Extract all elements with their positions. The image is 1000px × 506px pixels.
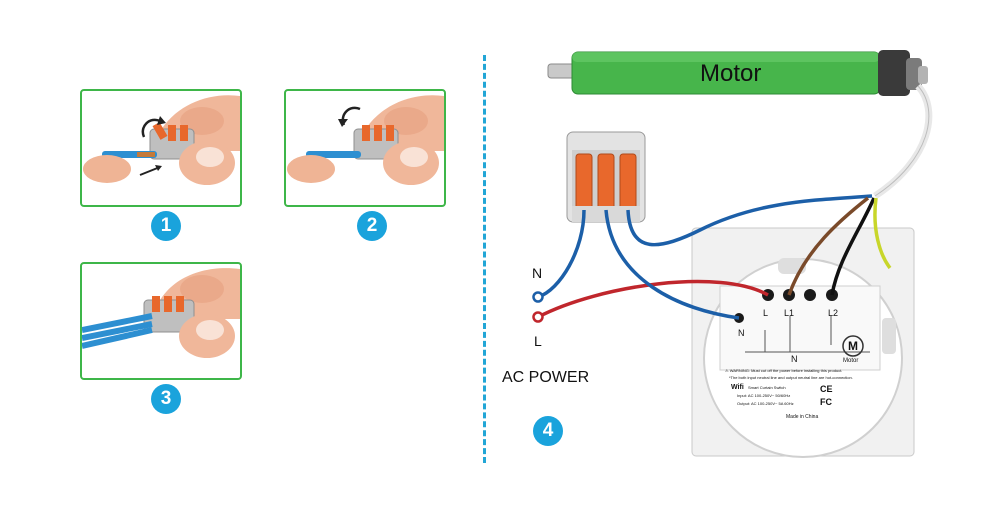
switch-model: Smart Curtain Switch: [748, 385, 786, 390]
step-1-illustration: [83, 95, 240, 185]
motor-small-label: Motor: [843, 358, 859, 364]
step-4-badge: 4: [533, 416, 563, 446]
motor-m-symbol: M: [848, 339, 858, 353]
wire-connector: [566, 131, 646, 223]
step-1-badge: 1: [151, 211, 181, 241]
terminal-l2-label: L2: [828, 308, 839, 318]
motor: [547, 50, 928, 96]
step-3-badge: 3: [151, 384, 181, 414]
step-3-panel: [80, 262, 242, 380]
switch-note-text: *The both input neutral line and output …: [729, 375, 853, 380]
motor-label: Motor: [700, 60, 762, 87]
power-n-label: N: [532, 265, 543, 281]
step-3-illustration: [82, 268, 240, 358]
switch-made-in: Made in China: [786, 414, 819, 420]
switch-fc-mark: FC: [820, 397, 832, 407]
section-divider: [483, 55, 486, 463]
step-2-illustration: [287, 95, 444, 185]
terminal-n-left-label: N: [738, 328, 745, 338]
step-2-badge: 2: [357, 211, 387, 241]
ac-power-title: AC POWER: [502, 369, 590, 386]
switch-input-spec: Input: AC 100-250V~ 50/60Hz: [737, 393, 791, 398]
terminal-l-label: L: [763, 308, 769, 318]
switch-brand: Wifi: [731, 384, 744, 391]
live-terminal: [532, 311, 544, 323]
power-l-label: L: [534, 333, 542, 349]
terminal-l1-label: L1: [784, 308, 795, 318]
switch-warning-text: ⚠ WARNING: Must cut off the power before…: [725, 368, 843, 373]
switch-ce-mark: CE: [820, 384, 833, 394]
neutral-terminal: [532, 291, 544, 303]
step-2-panel: [284, 89, 446, 207]
step-1-panel: [80, 89, 242, 207]
smart-switch: [691, 227, 915, 458]
terminal-n-bottom-label: N: [791, 354, 798, 364]
switch-output-spec: Output: AC 100-250V~ 5A 60Hz: [737, 401, 794, 406]
